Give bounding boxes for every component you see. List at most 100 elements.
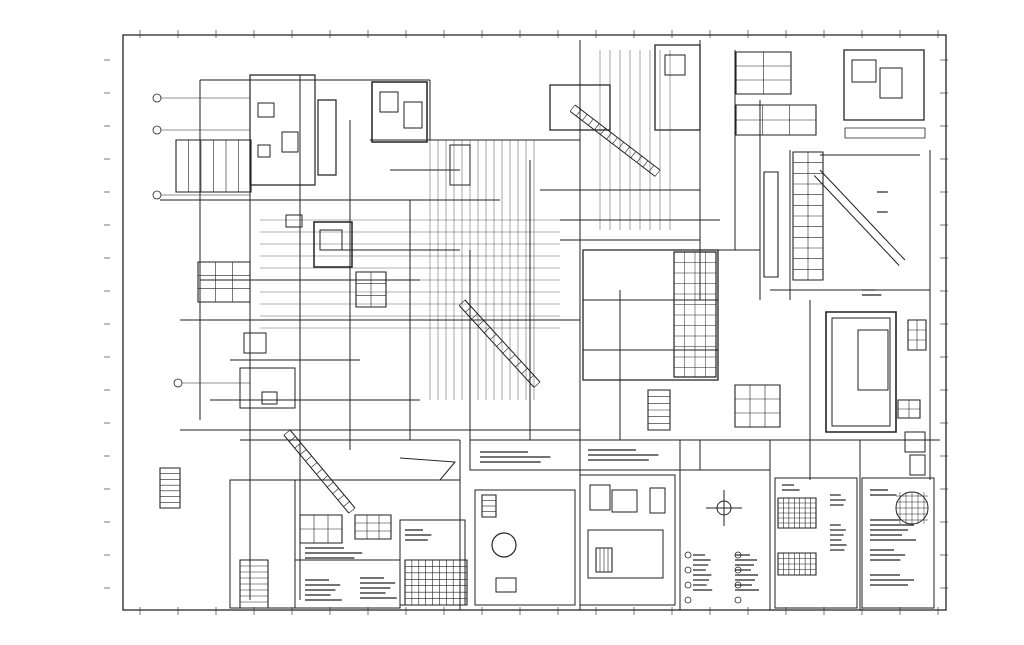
note-panel: [295, 560, 400, 608]
stair-tread: [594, 124, 599, 130]
fixture: [880, 68, 902, 98]
stair-tread: [503, 348, 509, 353]
stair-tread: [349, 508, 355, 513]
fixture: [262, 392, 277, 404]
fixture: [282, 132, 298, 152]
stair-tread: [327, 482, 333, 487]
roof-outline: [400, 458, 455, 480]
fixture: [852, 60, 876, 82]
stair-tread: [631, 151, 636, 157]
stair-tread: [490, 334, 496, 339]
stair-tread: [316, 469, 322, 474]
stair-tread: [649, 165, 654, 171]
detail-panel: [862, 478, 934, 608]
legend-symbol: [735, 582, 741, 588]
stair-tread: [338, 495, 344, 500]
fixture: [910, 455, 925, 475]
stair-tread: [459, 300, 465, 305]
fixture: [286, 215, 302, 227]
sheet-border: [123, 35, 946, 610]
legend-symbol: [685, 597, 691, 603]
stair-tread: [522, 368, 528, 373]
room: [314, 222, 352, 267]
fixture: [496, 578, 516, 592]
note-panel: [580, 440, 700, 470]
grid-block: [198, 262, 250, 302]
room: [826, 312, 896, 432]
stair-tread: [607, 133, 612, 139]
stair-tread: [343, 502, 349, 507]
stair-tread: [284, 430, 290, 435]
room: [240, 368, 295, 408]
stair-tread: [534, 382, 540, 387]
fixture: [650, 488, 665, 513]
room-inner: [832, 318, 890, 426]
fixture: [905, 432, 925, 452]
legend-symbol: [685, 552, 691, 558]
stair-tread: [643, 161, 648, 167]
grid-reference-bubble: [174, 379, 182, 387]
grid-reference-bubble: [153, 191, 161, 199]
stair-tread: [306, 456, 312, 461]
stair-tread: [570, 105, 575, 111]
fixture: [380, 92, 398, 112]
room-detail: [844, 50, 924, 120]
room: [250, 75, 315, 185]
room: [655, 45, 700, 130]
stair-tread: [472, 314, 478, 319]
grid-reference-bubble: [153, 126, 161, 134]
fixture: [258, 145, 270, 157]
room: [450, 145, 470, 185]
stair-tread: [509, 355, 515, 360]
legend-symbol: [735, 597, 741, 603]
stair-tread: [588, 119, 593, 125]
stair-tread: [515, 362, 521, 367]
stair-tread: [484, 327, 490, 332]
stair-tread: [582, 114, 587, 120]
stair-tread: [289, 437, 295, 442]
detail-panel: [775, 478, 857, 608]
stair-tread: [478, 321, 484, 326]
stair-tread: [465, 307, 471, 312]
note-panel: [230, 480, 295, 608]
legend-symbol: [685, 582, 691, 588]
room: [318, 100, 336, 175]
detail-panel: [580, 475, 675, 605]
detail-panel: [588, 530, 663, 578]
grid-block: [764, 172, 778, 277]
fixture: [244, 333, 266, 353]
legend-symbol: [735, 552, 741, 558]
stair-tread: [300, 450, 306, 455]
stair-tread: [322, 476, 328, 481]
grid-block: [405, 560, 467, 605]
fixture: [320, 230, 342, 250]
fixture: [612, 490, 637, 512]
stair-tread: [311, 463, 317, 468]
stair-tread: [625, 147, 630, 153]
grid-block: [735, 385, 780, 427]
fixture: [258, 103, 274, 117]
fixture: [665, 55, 685, 75]
room: [583, 250, 718, 380]
stair-stringer: [820, 170, 905, 260]
stair-tread: [637, 156, 642, 162]
stair-tread: [576, 110, 581, 116]
note-panel: [470, 440, 580, 470]
room: [372, 82, 427, 142]
fixture: [590, 485, 610, 510]
fixture: [404, 102, 422, 128]
fixture-symbol: [492, 533, 516, 557]
stair-tread: [295, 443, 301, 448]
legend-symbol: [685, 567, 691, 573]
stair-tread: [619, 142, 624, 148]
detail-panel: [475, 490, 575, 605]
legend-symbol: [735, 567, 741, 573]
grid-reference-bubble: [153, 94, 161, 102]
grid-block: [355, 515, 391, 539]
fixture: [858, 330, 888, 390]
stair-tread: [655, 170, 660, 176]
detail-panel: [680, 470, 770, 610]
stair-tread: [333, 489, 339, 494]
